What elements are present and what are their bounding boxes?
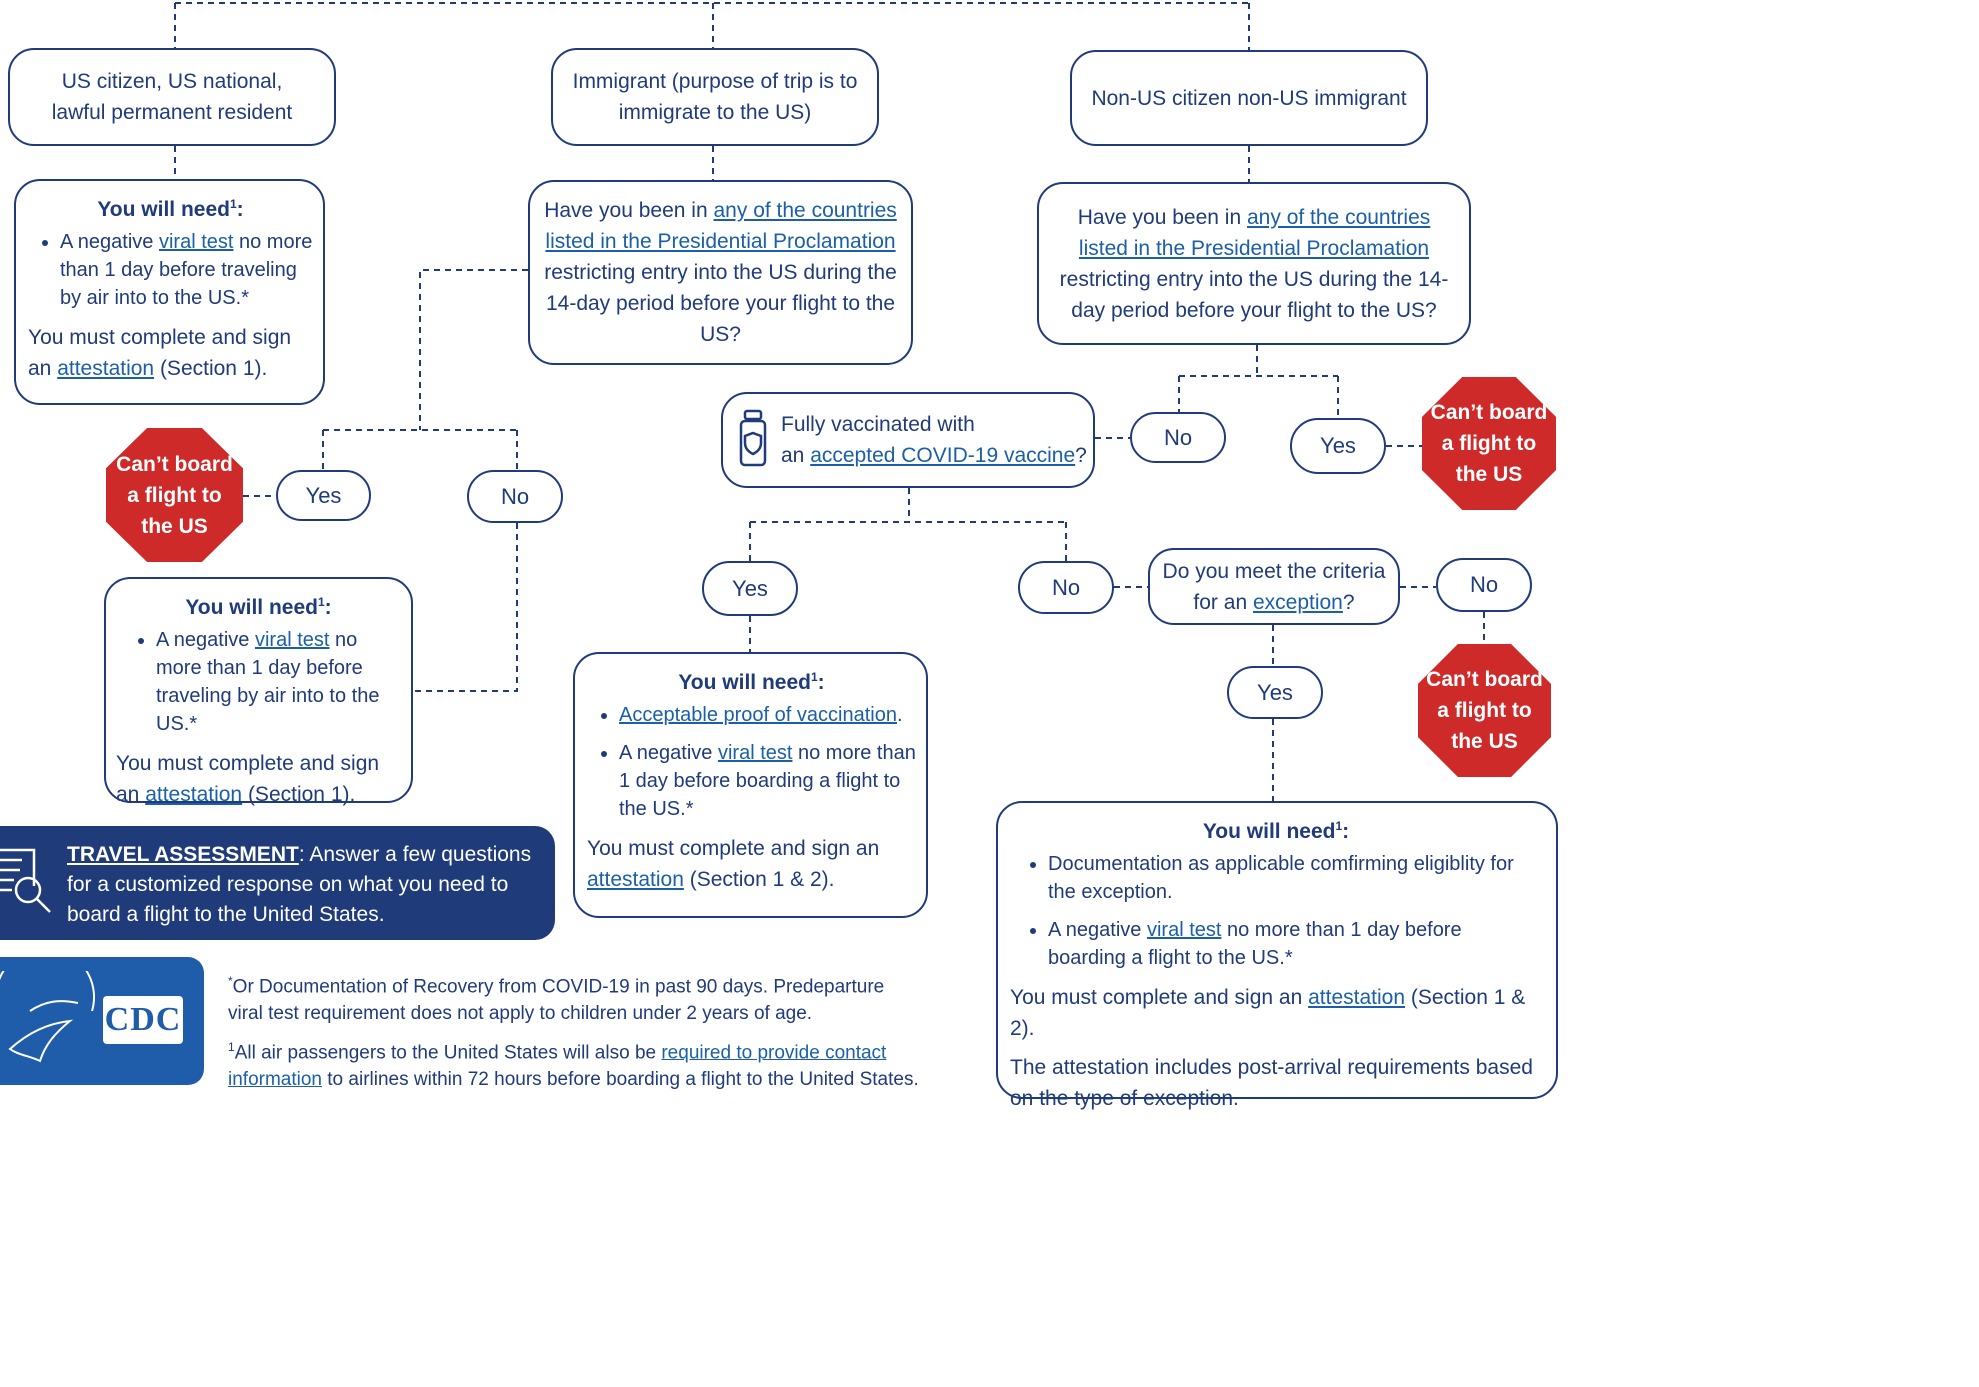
post-arrival-note: The attestation includes post-arrival re… [1010,1056,1533,1110]
immigrant-yes: Yes [276,470,371,521]
noncitizen-yes: Yes [1290,418,1386,474]
need-title: You will need1: [1202,819,1350,843]
immigrant-box: Immigrant (purpose of trip is to immigra… [551,48,879,146]
noncitizen-box: Non-US citizen non-US immigrant [1070,50,1428,146]
travel-assessment-link[interactable]: TRAVEL ASSESSMENT [67,843,299,866]
vaccinated-requirements-box: You will need1: Acceptable proof of vacc… [573,652,928,918]
vaccinated-yes: Yes [702,561,798,616]
vaccine-vial-icon [737,409,769,472]
cdc-logo-mark: CDC [103,996,183,1044]
vaccination-question: Fully vaccinated with an accepted COVID-… [721,392,1095,488]
immigrant-countries-question: Have you been in any of the countries li… [528,180,913,365]
documentation-item: Documentation as applicable comfirming e… [1048,850,1542,906]
attestation-link[interactable]: attestation [1308,986,1405,1009]
hhs-seal-icon [0,946,100,1076]
need-title: You will need1: [97,197,244,221]
attestation-link[interactable]: attestation [587,868,684,891]
contact-information-link[interactable]: required to provide contact information [228,1042,887,1091]
flow-connectors [174,2,1485,801]
travel-assessment-banner[interactable]: TRAVEL ASSESSMENT: Answer a few question… [0,826,555,940]
need-title: You will need1: [185,595,332,619]
citizen-requirements-box: You will need1: A negative viral test no… [14,179,325,405]
need-title: You will need1: [678,670,825,694]
attestation-note: You must complete and sign an attestatio… [116,752,380,806]
vaccinated-no: No [1018,561,1114,614]
immigrant-no: No [467,470,563,523]
footnote-star: *Or Documentation of Recovery from COVID… [228,974,885,1025]
presidential-proclamation-link[interactable]: any of the countries listed in the Presi… [545,199,897,253]
document-search-icon [0,844,54,919]
accepted-vaccine-link[interactable]: accepted COVID-19 vaccine [810,444,1076,467]
noncitizen-no: No [1130,412,1226,463]
attestation-note: You must complete and sign an attestatio… [1010,986,1526,1040]
proof-of-vaccination-item: Acceptable proof of vaccination. [619,701,916,729]
attestation-note: You must complete and sign an attestatio… [28,326,292,380]
viral-test-link[interactable]: viral test [1146,919,1222,941]
viral-test-item: A negative viral test no more than 1 day… [1048,916,1542,972]
cant-board-stop-sign: Can’t board a flight to the US [1422,377,1556,510]
presidential-proclamation-link[interactable]: any of the countries listed in the Presi… [1078,205,1431,260]
cant-board-stop-sign: Can’t board a flight to the US [1418,644,1551,777]
exception-requirements-box: You will need1: Documentation as applica… [996,801,1558,1110]
exception-link[interactable]: exception [1252,590,1343,614]
attestation-link[interactable]: attestation [145,783,243,806]
exception-yes: Yes [1227,666,1323,719]
immigrant-requirements-box: You will need1: A negative viral test no… [104,577,413,806]
exception-no: No [1436,558,1532,612]
hhs-cdc-logo: CDC [0,946,204,1085]
viral-test-link[interactable]: viral test [158,231,234,253]
viral-test-item: A negative viral test no more than 1 day… [619,739,916,823]
citizen-box: US citizen, US national, lawful permanen… [8,48,336,146]
attestation-note: You must complete and sign an attestatio… [587,837,880,891]
footnote-one: 1All air passengers to the United States… [228,1040,919,1091]
noncitizen-countries-question: Have you been in any of the countries li… [1037,182,1471,345]
viral-test-link[interactable]: viral test [717,742,793,764]
viral-test-item: A negative viral test no more than 1 day… [60,228,313,312]
proof-of-vaccination-link[interactable]: Acceptable proof of vaccination [619,704,897,726]
viral-test-link[interactable]: viral test [254,629,330,651]
cant-board-stop-sign: Can’t board a flight to the US [106,428,243,562]
attestation-link[interactable]: attestation [57,357,155,380]
viral-test-item: A negative viral test no more than 1 day… [156,626,401,738]
